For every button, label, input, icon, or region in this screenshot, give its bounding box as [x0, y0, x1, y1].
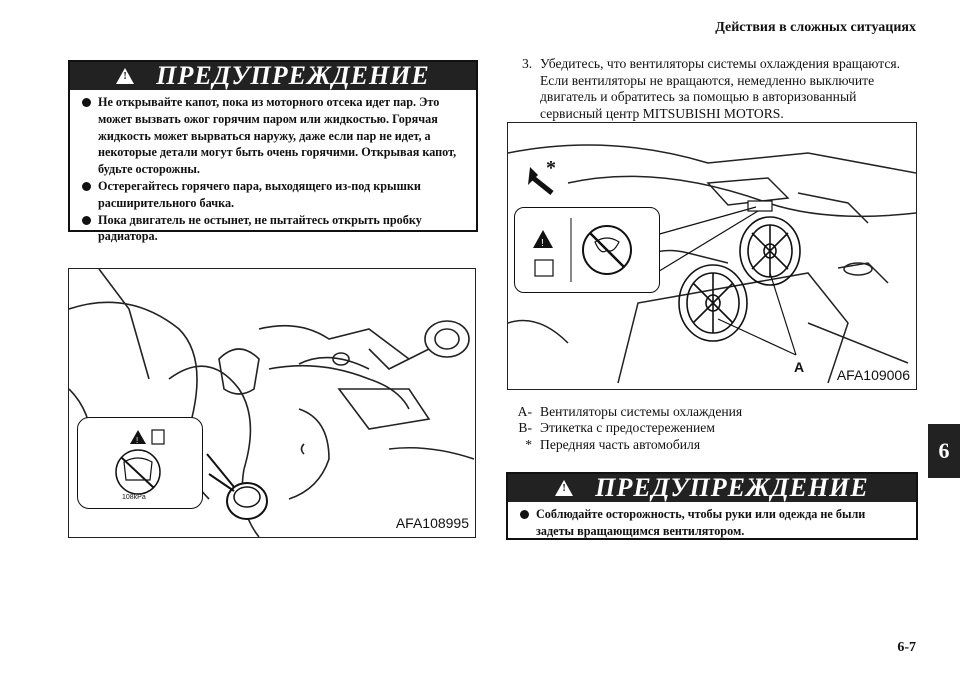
warning-header: ПРЕДУПРЕЖДЕНИЕ: [508, 473, 916, 502]
warning-header: ПРЕДУПРЕЖДЕНИЕ: [70, 61, 476, 90]
step-text: Убедитесь, что вентиляторы системы охлаж…: [540, 56, 901, 121]
warning-item: Пока двигатель не остынет, не пытайтесь …: [80, 212, 466, 246]
svg-text:!: !: [136, 436, 138, 445]
legend-key: *: [525, 436, 532, 452]
engine-bay-illustration: [69, 269, 475, 537]
legend-item: A- Вентиляторы системы охлаждения: [512, 404, 912, 420]
figure-radiator-cap: ! 108kPa AFA108995: [68, 268, 476, 538]
cooling-fans-illustration: [508, 144, 916, 384]
warning-triangle-icon: [555, 480, 574, 496]
legend-key: A-: [517, 404, 532, 419]
warning-triangle-icon: [116, 68, 135, 84]
svg-text:!: !: [541, 238, 544, 249]
label-a: A: [794, 359, 805, 375]
warning-box-right: ПРЕДУПРЕЖДЕНИЕ Соблюдайте осторожность, …: [506, 472, 918, 540]
figure-code: AFA108995: [395, 515, 469, 531]
legend-item: * Передняя часть автомобиля: [512, 437, 912, 453]
pressure-label: 108kPa: [122, 494, 146, 501]
warning-item: Остерегайтесь горячего пара, выходящего …: [80, 178, 466, 212]
legend-text: Передняя часть автомобиля: [540, 436, 701, 452]
page-number: 6-7: [897, 640, 916, 655]
legend-text: Вентиляторы системы охлаждения: [540, 404, 743, 419]
warning-title: ПРЕДУПРЕЖДЕНИЕ: [595, 473, 869, 502]
warning-body: Не открывайте капот, пока из моторного о…: [70, 90, 476, 251]
step-number: 3.: [522, 56, 533, 71]
figure-cooling-fans: * B A ! AFA109006: [507, 122, 917, 390]
caution-label-inset: ! 108kPa: [77, 417, 203, 509]
warning-item: Не открывайте капот, пока из моторного о…: [80, 94, 466, 178]
star-label: *: [546, 157, 556, 179]
figure-legend: A- Вентиляторы системы охлаждения B- Эти…: [512, 404, 912, 453]
legend-key: B-: [518, 420, 532, 436]
step-3: 3. Убедитесь, что вентиляторы системы ох…: [522, 56, 920, 122]
caution-label-graphic: !: [115, 429, 165, 495]
warning-label-graphic: !: [533, 218, 632, 282]
legend-item: B- Этикетка с предостережением: [512, 420, 912, 436]
legend-text: Этикетка с предостережением: [540, 420, 715, 436]
section-title: Действия в сложных ситуациях: [715, 20, 916, 35]
warning-item: Соблюдайте осторожность, чтобы руки или …: [518, 506, 906, 540]
chapter-tab: 6: [928, 424, 960, 478]
figure-code: AFA109006: [836, 367, 910, 383]
warning-label-inset: !: [514, 207, 660, 293]
warning-title: ПРЕДУПРЕЖДЕНИЕ: [156, 61, 430, 90]
warning-body: Соблюдайте осторожность, чтобы руки или …: [508, 502, 916, 546]
warning-box-left: ПРЕДУПРЕЖДЕНИЕ Не открывайте капот, пока…: [68, 60, 478, 243]
